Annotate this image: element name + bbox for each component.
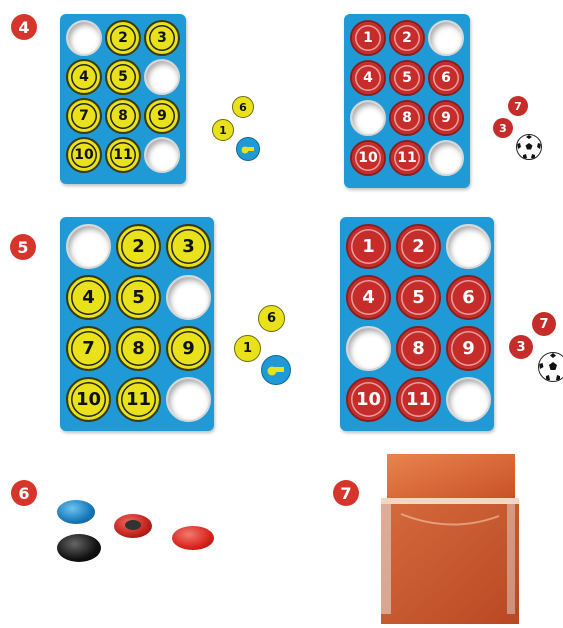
number-disc-7: 7	[66, 326, 111, 371]
number-disc-6: 6	[446, 275, 491, 320]
empty-slot	[346, 326, 391, 371]
number-disc-9: 9	[144, 98, 180, 134]
empty-slot	[144, 137, 180, 173]
number-disc-10: 10	[350, 140, 386, 176]
number-disc-11: 11	[105, 137, 141, 173]
step-5-badge: 5	[10, 234, 36, 260]
empty-slot	[166, 275, 211, 320]
number-disc-5: 5	[396, 275, 441, 320]
magnet-black	[57, 534, 101, 562]
number-disc-9: 9	[166, 326, 211, 371]
number-disc-1: 1	[346, 224, 391, 269]
whistle-icon	[262, 356, 290, 384]
empty-slot	[66, 224, 111, 269]
loose-token-6: 6	[232, 96, 254, 118]
magnet-center	[125, 520, 141, 530]
number-disc-2: 2	[105, 20, 141, 56]
loose-token-3: 3	[493, 118, 513, 138]
number-disc-11: 11	[116, 377, 161, 422]
empty-slot	[446, 224, 491, 269]
magnet-red	[172, 526, 214, 550]
step-4-badge: 4	[11, 14, 37, 40]
number-disc-5: 5	[105, 59, 141, 95]
number-disc-4: 4	[346, 275, 391, 320]
number-disc-8: 8	[105, 98, 141, 134]
empty-slot	[66, 20, 102, 56]
number-disc-5: 5	[116, 275, 161, 320]
number-disc-2: 2	[389, 20, 425, 56]
step-6-badge: 6	[11, 480, 37, 506]
number-disc-3: 3	[166, 224, 211, 269]
number-disc-2: 2	[396, 224, 441, 269]
number-disc-8: 8	[389, 100, 425, 136]
number-disc-11: 11	[389, 140, 425, 176]
number-disc-1: 1	[350, 20, 386, 56]
number-disc-4: 4	[66, 59, 102, 95]
number-disc-4: 4	[350, 60, 386, 96]
empty-slot	[428, 20, 464, 56]
empty-slot	[166, 377, 211, 422]
number-disc-4: 4	[66, 275, 111, 320]
empty-slot	[144, 59, 180, 95]
step-7-badge: 7	[333, 480, 359, 506]
number-disc-8: 8	[396, 326, 441, 371]
loose-token-1: 1	[234, 335, 261, 362]
number-disc-2: 2	[116, 224, 161, 269]
number-disc-10: 10	[66, 137, 102, 173]
number-disc-5: 5	[389, 60, 425, 96]
empty-slot	[428, 140, 464, 176]
empty-slot	[350, 100, 386, 136]
whistle-token	[261, 355, 291, 385]
loose-token-3: 3	[509, 335, 533, 359]
number-disc-9: 9	[446, 326, 491, 371]
number-disc-6: 6	[428, 60, 464, 96]
empty-slot	[446, 377, 491, 422]
soccer-ball-icon	[516, 134, 542, 160]
loose-token-7: 7	[532, 312, 556, 336]
whistle-token	[236, 137, 260, 161]
whistle-icon	[237, 138, 259, 160]
number-disc-10: 10	[346, 377, 391, 422]
magnet-blue	[57, 500, 95, 524]
loose-token-6: 6	[258, 305, 285, 332]
magnet-red-dark	[114, 514, 152, 538]
loose-token-1: 1	[212, 119, 234, 141]
loose-token-7: 7	[508, 96, 528, 116]
number-disc-10: 10	[66, 377, 111, 422]
number-disc-9: 9	[428, 100, 464, 136]
number-disc-8: 8	[116, 326, 161, 371]
number-disc-3: 3	[144, 20, 180, 56]
storage-pocket	[381, 454, 519, 624]
number-disc-11: 11	[396, 377, 441, 422]
number-disc-7: 7	[66, 98, 102, 134]
soccer-ball-icon	[538, 352, 563, 382]
